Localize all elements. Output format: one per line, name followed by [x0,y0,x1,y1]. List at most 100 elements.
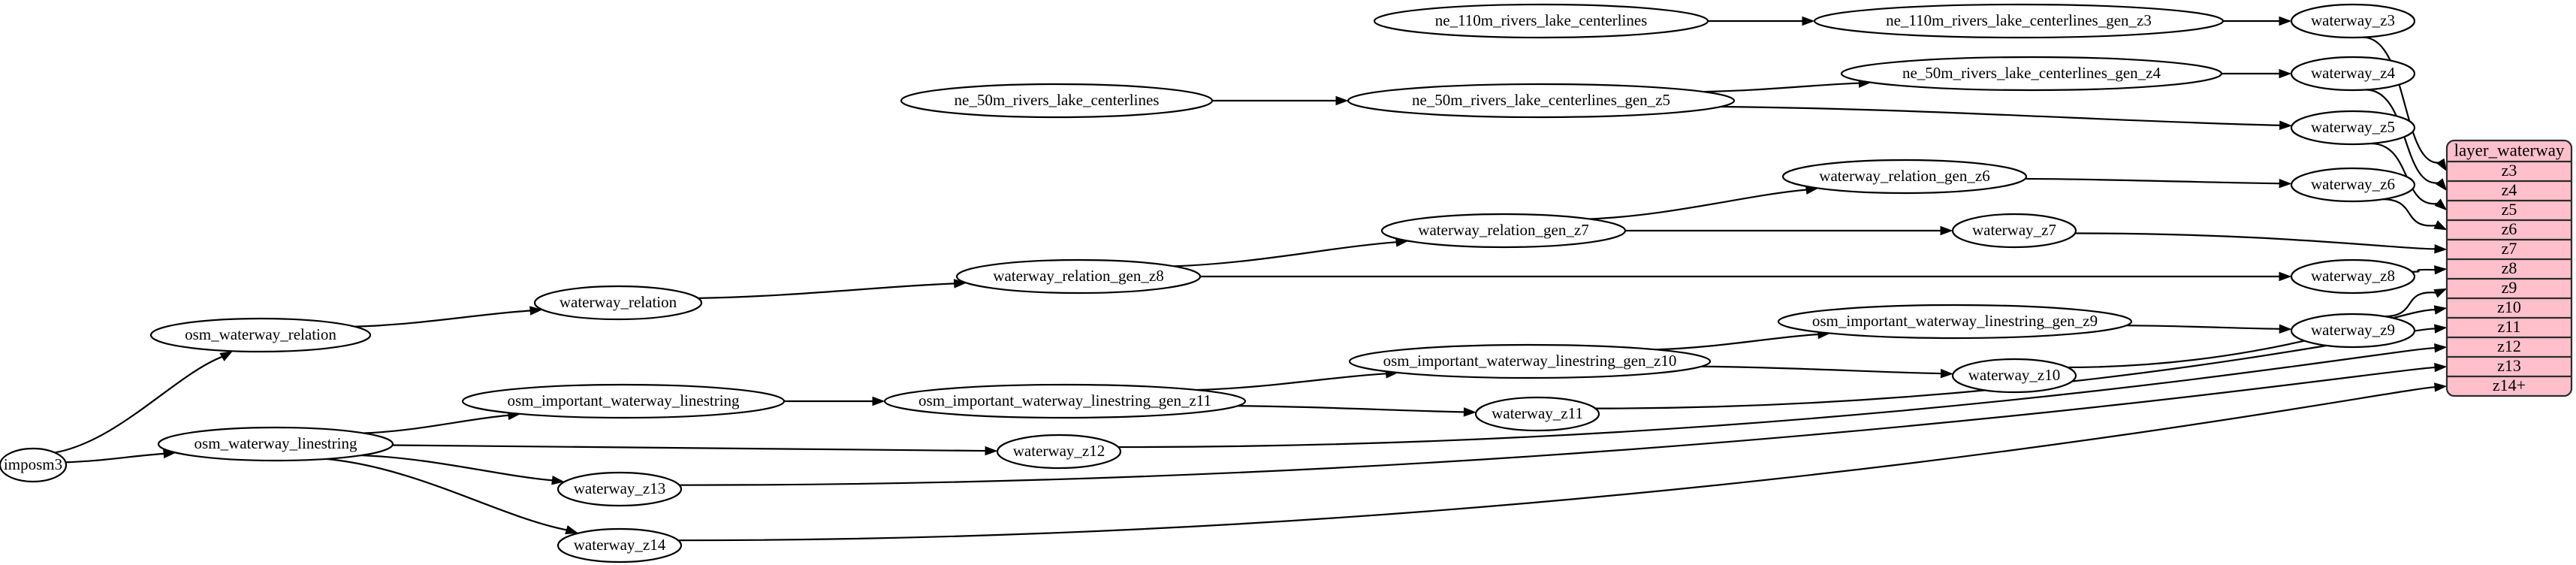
node-label: osm_important_waterway_linestring [507,391,740,409]
edge-arrowhead [1940,368,1953,379]
edge-waterway_z3-to-layer_waterway-z3 [2363,36,2448,172]
node-waterway_z8[interactable]: waterway_z8 [2290,258,2416,295]
record-row-z4[interactable]: z4 [2502,180,2517,199]
node-ne_50m_rivers_lake_centerlines_gen_z5[interactable]: ne_50m_rivers_lake_centerlines_gen_z5 [1347,83,1736,119]
edge-osm_important_waterway_linestring_gen_z11-to-osm_important_waterway_linestring_gen_z10 [1196,369,1399,391]
node-ellipse [461,383,786,419]
node-osm_important_waterway_linestring_gen_z9[interactable]: osm_important_waterway_linestring_gen_z9 [1777,304,2133,340]
edge-arrowhead [1940,225,1953,236]
node-ellipse [883,383,1247,419]
edge-line [361,454,554,482]
node-ellipse [955,258,1202,295]
node-osm_waterway_linestring[interactable]: osm_waterway_linestring [157,426,394,462]
node-ne_50m_rivers_lake_centerlines[interactable]: ne_50m_rivers_lake_centerlines [900,83,1214,119]
edge-line [1655,333,1820,351]
node-ellipse [900,83,1214,119]
edge-arrowhead [2433,305,2448,315]
node-osm_waterway_relation[interactable]: osm_waterway_relation [149,317,372,353]
node-label: ne_50m_rivers_lake_centerlines_gen_z4 [1902,64,2161,82]
record-row-z11[interactable]: z11 [2498,317,2521,336]
node-ellipse [1781,159,2028,195]
node-label: waterway_z12 [1013,442,1105,460]
node-label: ne_50m_rivers_lake_centerlines_gen_z5 [1412,91,1670,109]
record-row-z13[interactable]: z13 [2497,356,2521,375]
edge-line [1196,373,1388,391]
node-label: waterway_relation_gen_z6 [1819,167,1989,185]
node-ellipse [557,527,683,563]
node-ellipse [1777,304,2133,340]
edge-arrowhead [1335,95,1349,106]
node-waterway_z11[interactable]: waterway_z11 [1474,396,1600,432]
edge-arrowhead [2434,265,2448,275]
node-imposm3[interactable]: imposm3 [0,447,68,483]
record-row-z12[interactable]: z12 [2497,337,2521,355]
edge-osm_important_waterway_linestring_gen_z10-to-osm_important_waterway_linestring_gen_z9 [1655,329,1831,351]
edge-arrowhead [2279,178,2292,189]
edge-arrowhead [529,306,543,316]
node-waterway_z6[interactable]: waterway_z6 [2290,167,2416,203]
record-row-z10[interactable]: z10 [2497,298,2521,316]
record-row-z5[interactable]: z5 [2502,200,2517,219]
node-waterway_relation_gen_z6[interactable]: waterway_relation_gen_z6 [1781,159,2028,195]
record-row-z6[interactable]: z6 [2502,219,2517,238]
node-ellipse [996,434,1122,470]
node-waterway_z13[interactable]: waterway_z13 [557,471,683,507]
node-waterway_z10[interactable]: waterway_z10 [1951,358,2077,394]
edge-arrowhead [2279,68,2292,79]
edge-waterway_z13-to-layer_waterway-z13 [679,362,2448,486]
edge-ne_50m_rivers_lake_centerlines_gen_z5-to-ne_50m_rivers_lake_centerlines_gen_z4 [1703,78,1872,93]
node-label: waterway_z13 [574,479,665,497]
record-node-layer-waterway[interactable]: layer_waterwayz3z4z5z6z7z8z9z10z11z12z13… [2445,139,2573,397]
edge-osm_waterway_linestring-to-waterway_z13 [361,454,565,485]
edge-line [2384,292,2438,318]
node-label: ne_110m_rivers_lake_centerlines [1435,11,1648,29]
node-osm_important_waterway_linestring[interactable]: osm_important_waterway_linestring [461,383,786,419]
edge-arrowhead [2279,271,2292,282]
edge-osm_waterway_linestring-to-waterway_z12 [392,444,998,456]
node-label: waterway_z11 [1492,404,1583,422]
node-waterway_z3[interactable]: waterway_z3 [2290,3,2416,39]
record-layer: layer_waterwayz3z4z5z6z7z8z9z10z11z12z13… [2445,139,2573,397]
edge-waterway_z14-to-layer_waterway-z14 [677,382,2448,542]
edge-line [2126,325,2282,330]
node-osm_important_waterway_linestring_gen_z11[interactable]: osm_important_waterway_linestring_gen_z1… [883,383,1247,419]
edge-line [677,386,2437,542]
node-waterway_z7[interactable]: waterway_z7 [1951,213,2077,249]
edge-ne_50m_rivers_lake_centerlines_gen_z5-to-waterway_z5 [1721,105,2293,130]
record-row-z3[interactable]: z3 [2502,161,2517,180]
node-ellipse [2290,56,2416,92]
edge-arrowhead [2279,120,2293,130]
node-label: imposm3 [4,455,62,473]
record-row-z8[interactable]: z8 [2502,258,2517,277]
edge-line [354,310,532,328]
edge-waterway_z7-to-layer_waterway-z7 [2074,232,2448,254]
record-row-z9[interactable]: z9 [2502,278,2517,297]
edge-line [1721,105,2282,126]
node-ellipse [149,317,372,353]
node-waterway_z4[interactable]: waterway_z4 [2290,56,2416,92]
edge-arrowhead [1463,407,1477,417]
node-osm_important_waterway_linestring_gen_z10[interactable]: osm_important_waterway_linestring_gen_z1… [1348,343,1712,379]
node-waterway_z14[interactable]: waterway_z14 [557,527,683,563]
node-label: waterway_z10 [1968,366,2060,384]
node-ne_110m_rivers_lake_centerlines[interactable]: ne_110m_rivers_lake_centerlines [1373,3,1709,39]
edge-arrowhead [2279,16,2292,26]
node-waterway_z12[interactable]: waterway_z12 [996,434,1122,470]
edge-waterway_z9-to-layer_waterway-z9 [2384,288,2448,318]
node-waterway_z5[interactable]: waterway_z5 [2290,110,2416,146]
node-label: waterway_relation [560,293,677,311]
edge-arrowhead [2433,288,2448,298]
node-waterway_relation[interactable]: waterway_relation [533,285,703,321]
edge-line [698,282,956,300]
node-ne_50m_rivers_lake_centerlines_gen_z4[interactable]: ne_50m_rivers_lake_centerlines_gen_z4 [1840,56,2223,92]
node-waterway_z9[interactable]: waterway_z9 [2290,313,2416,349]
edge-osm_waterway_relation-to-waterway_relation [354,306,543,328]
node-waterway_relation_gen_z7[interactable]: waterway_relation_gen_z7 [1380,213,1627,249]
node-ellipse [1348,343,1712,379]
record-row-z7[interactable]: z7 [2502,239,2517,258]
node-waterway_relation_gen_z8[interactable]: waterway_relation_gen_z8 [955,258,1202,295]
edge-arrowhead [2434,362,2448,373]
edge-arrowhead [2435,178,2448,192]
node-ne_110m_rivers_lake_centerlines_gen_z3[interactable]: ne_110m_rivers_lake_centerlines_gen_z3 [1813,3,2225,39]
record-row-z14[interactable]: z14+ [2493,376,2526,394]
